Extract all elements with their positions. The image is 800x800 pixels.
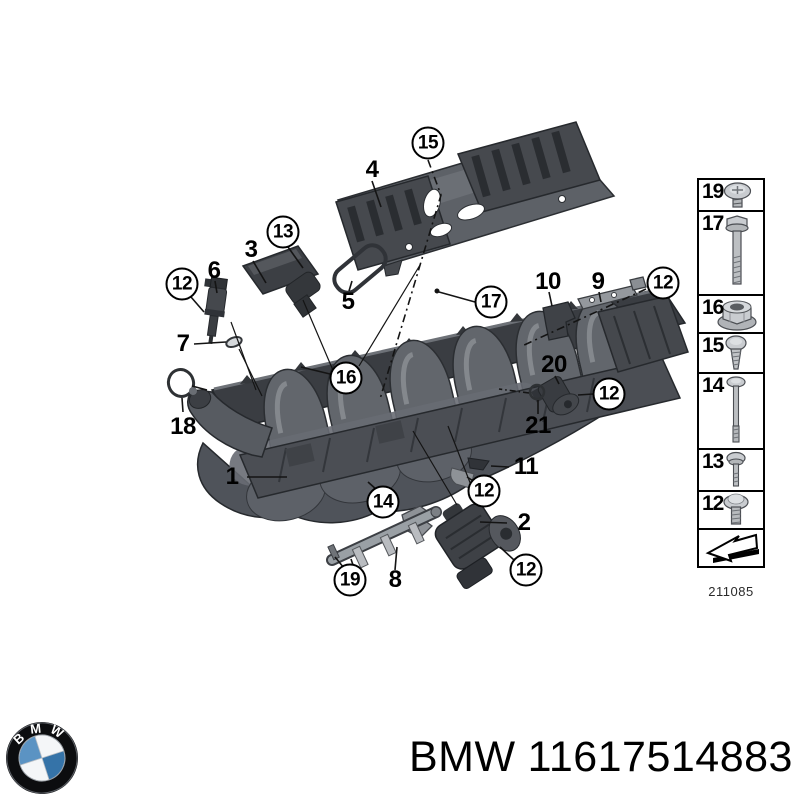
legend-item-14: 14 [697,372,765,450]
part-sensor-plate [241,245,321,318]
legend-item-16: 16 [697,294,765,334]
hex-bolt-icon [725,215,749,285]
part-wedge-clip [450,457,490,489]
callout-12-1: 12 [165,267,199,301]
part-profile-gasket [332,243,388,295]
callout-11: 11 [513,453,539,480]
callout-18: 18 [170,413,196,440]
long-bolt-icon [726,376,746,443]
legend-item-15: 15 [697,332,765,374]
drawing-number: 211085 [708,584,754,599]
legend-label: 17 [702,212,724,235]
callout-20: 20 [541,351,567,378]
legend-label: 13 [702,450,724,473]
legend-item-13: 13 [697,448,765,492]
callout-4: 4 [365,156,379,183]
legend-item-17: 17 [697,210,765,296]
legend-item-arrow [697,528,765,568]
part-o-ring-21 [528,383,546,401]
legend-label: 19 [702,180,724,203]
callout-5: 5 [341,288,355,315]
callout-17: 17 [474,285,508,319]
part-injector [204,276,228,344]
part-fuel-rail [326,506,442,569]
callout-14: 14 [366,485,400,519]
part-holder [542,301,576,341]
flange-nut-icon [717,300,757,331]
part-actuator [434,503,521,590]
callout-12-4: 12 [467,474,501,508]
callout-13: 13 [266,215,300,249]
callout-16: 16 [329,361,363,395]
brand-text: BMW [409,733,516,781]
callout-8: 8 [388,566,402,593]
direction-arrow-icon [705,533,759,563]
fastener-legend-panel: 19 17 16 15 [697,178,765,568]
legend-item-19: 19 [697,178,765,212]
part-upper-cover [335,121,616,277]
legend-item-12: 12 [697,490,765,530]
legend-label: 14 [702,374,724,397]
callout-2: 2 [517,509,531,536]
callout-15: 15 [411,126,445,160]
legend-label: 16 [702,296,724,319]
part-o-ring-18 [166,368,196,398]
washer-screw-icon [723,493,749,525]
callout-10: 10 [535,268,561,295]
pan-head-screw-icon [723,182,752,208]
callout-7: 7 [176,330,190,357]
callout-12-3: 12 [592,377,626,411]
callout-1: 1 [225,463,239,490]
part-bracket [577,276,647,310]
callout-12-2: 12 [646,266,680,300]
legend-label: 12 [702,492,724,515]
callout-3: 3 [244,236,258,263]
tapping-screw-icon [725,335,747,370]
short-bolt-icon [726,451,746,487]
part-number: 11617514883 [527,733,793,781]
callout-9: 9 [591,268,605,295]
part-sensor-20 [530,376,580,416]
legend-label: 15 [702,334,724,357]
callout-6: 6 [207,257,221,284]
callout-19: 19 [333,563,367,597]
bmw-logo: BMW [6,720,78,794]
callout-12-5: 12 [509,553,543,587]
callout-21: 21 [525,412,551,439]
